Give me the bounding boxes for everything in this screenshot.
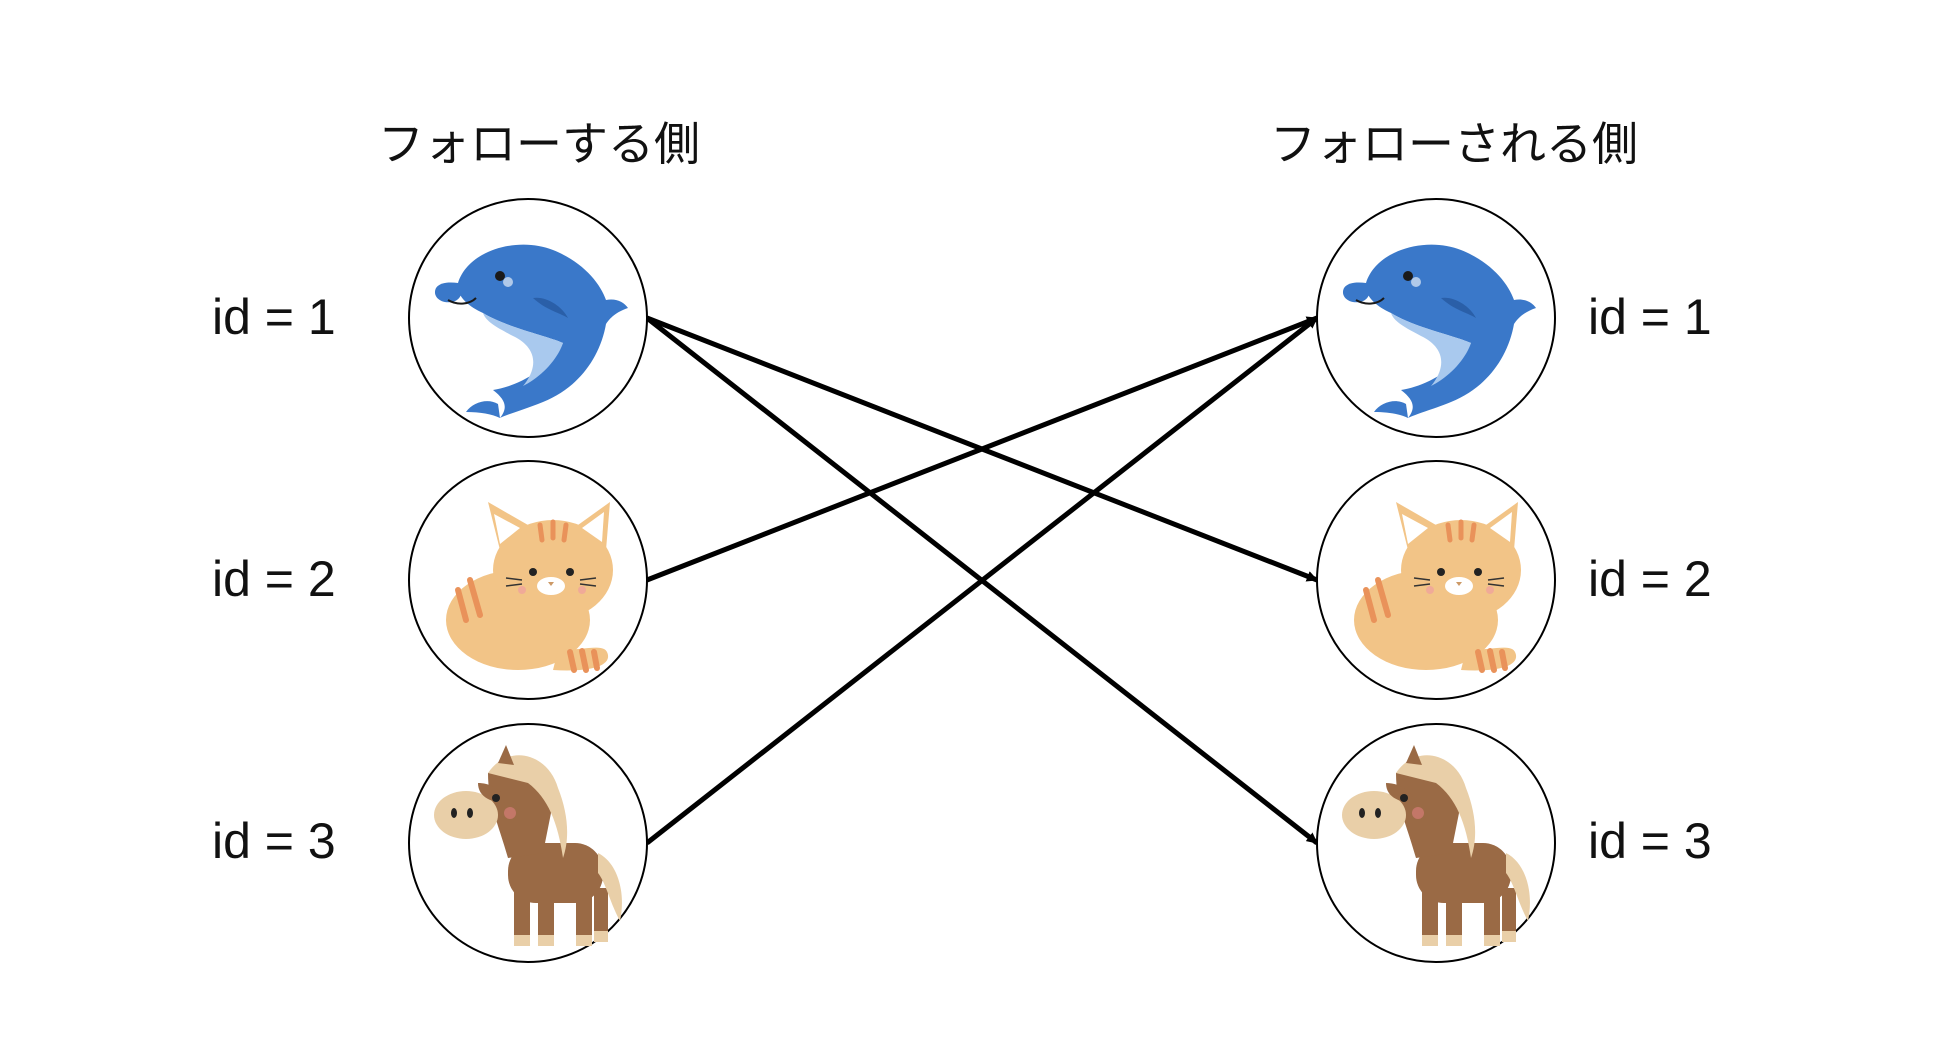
left-id-label-3: id = 3 <box>212 813 336 869</box>
left-column-title: フォローする側 <box>378 117 700 171</box>
left-id-label-1: id = 1 <box>212 289 336 345</box>
left-node-1 <box>408 198 648 438</box>
left-node-3 <box>408 723 648 963</box>
edges-layer <box>645 315 1319 845</box>
left-node-2 <box>408 460 648 700</box>
right-id-label-3: id = 3 <box>1588 813 1712 869</box>
right-id-label-1: id = 1 <box>1588 289 1712 345</box>
follow-arrow-3-to-1 <box>645 316 1319 845</box>
right-id-label-2: id = 2 <box>1588 551 1712 607</box>
left-id-label-2: id = 2 <box>212 551 336 607</box>
right-node-1 <box>1316 198 1556 438</box>
nodes-layer <box>408 198 1556 963</box>
right-node-3 <box>1316 723 1556 963</box>
right-node-2 <box>1316 460 1556 700</box>
right-column-title: フォローされる側 <box>1270 117 1638 171</box>
follow-arrow-2-to-1 <box>646 315 1318 583</box>
